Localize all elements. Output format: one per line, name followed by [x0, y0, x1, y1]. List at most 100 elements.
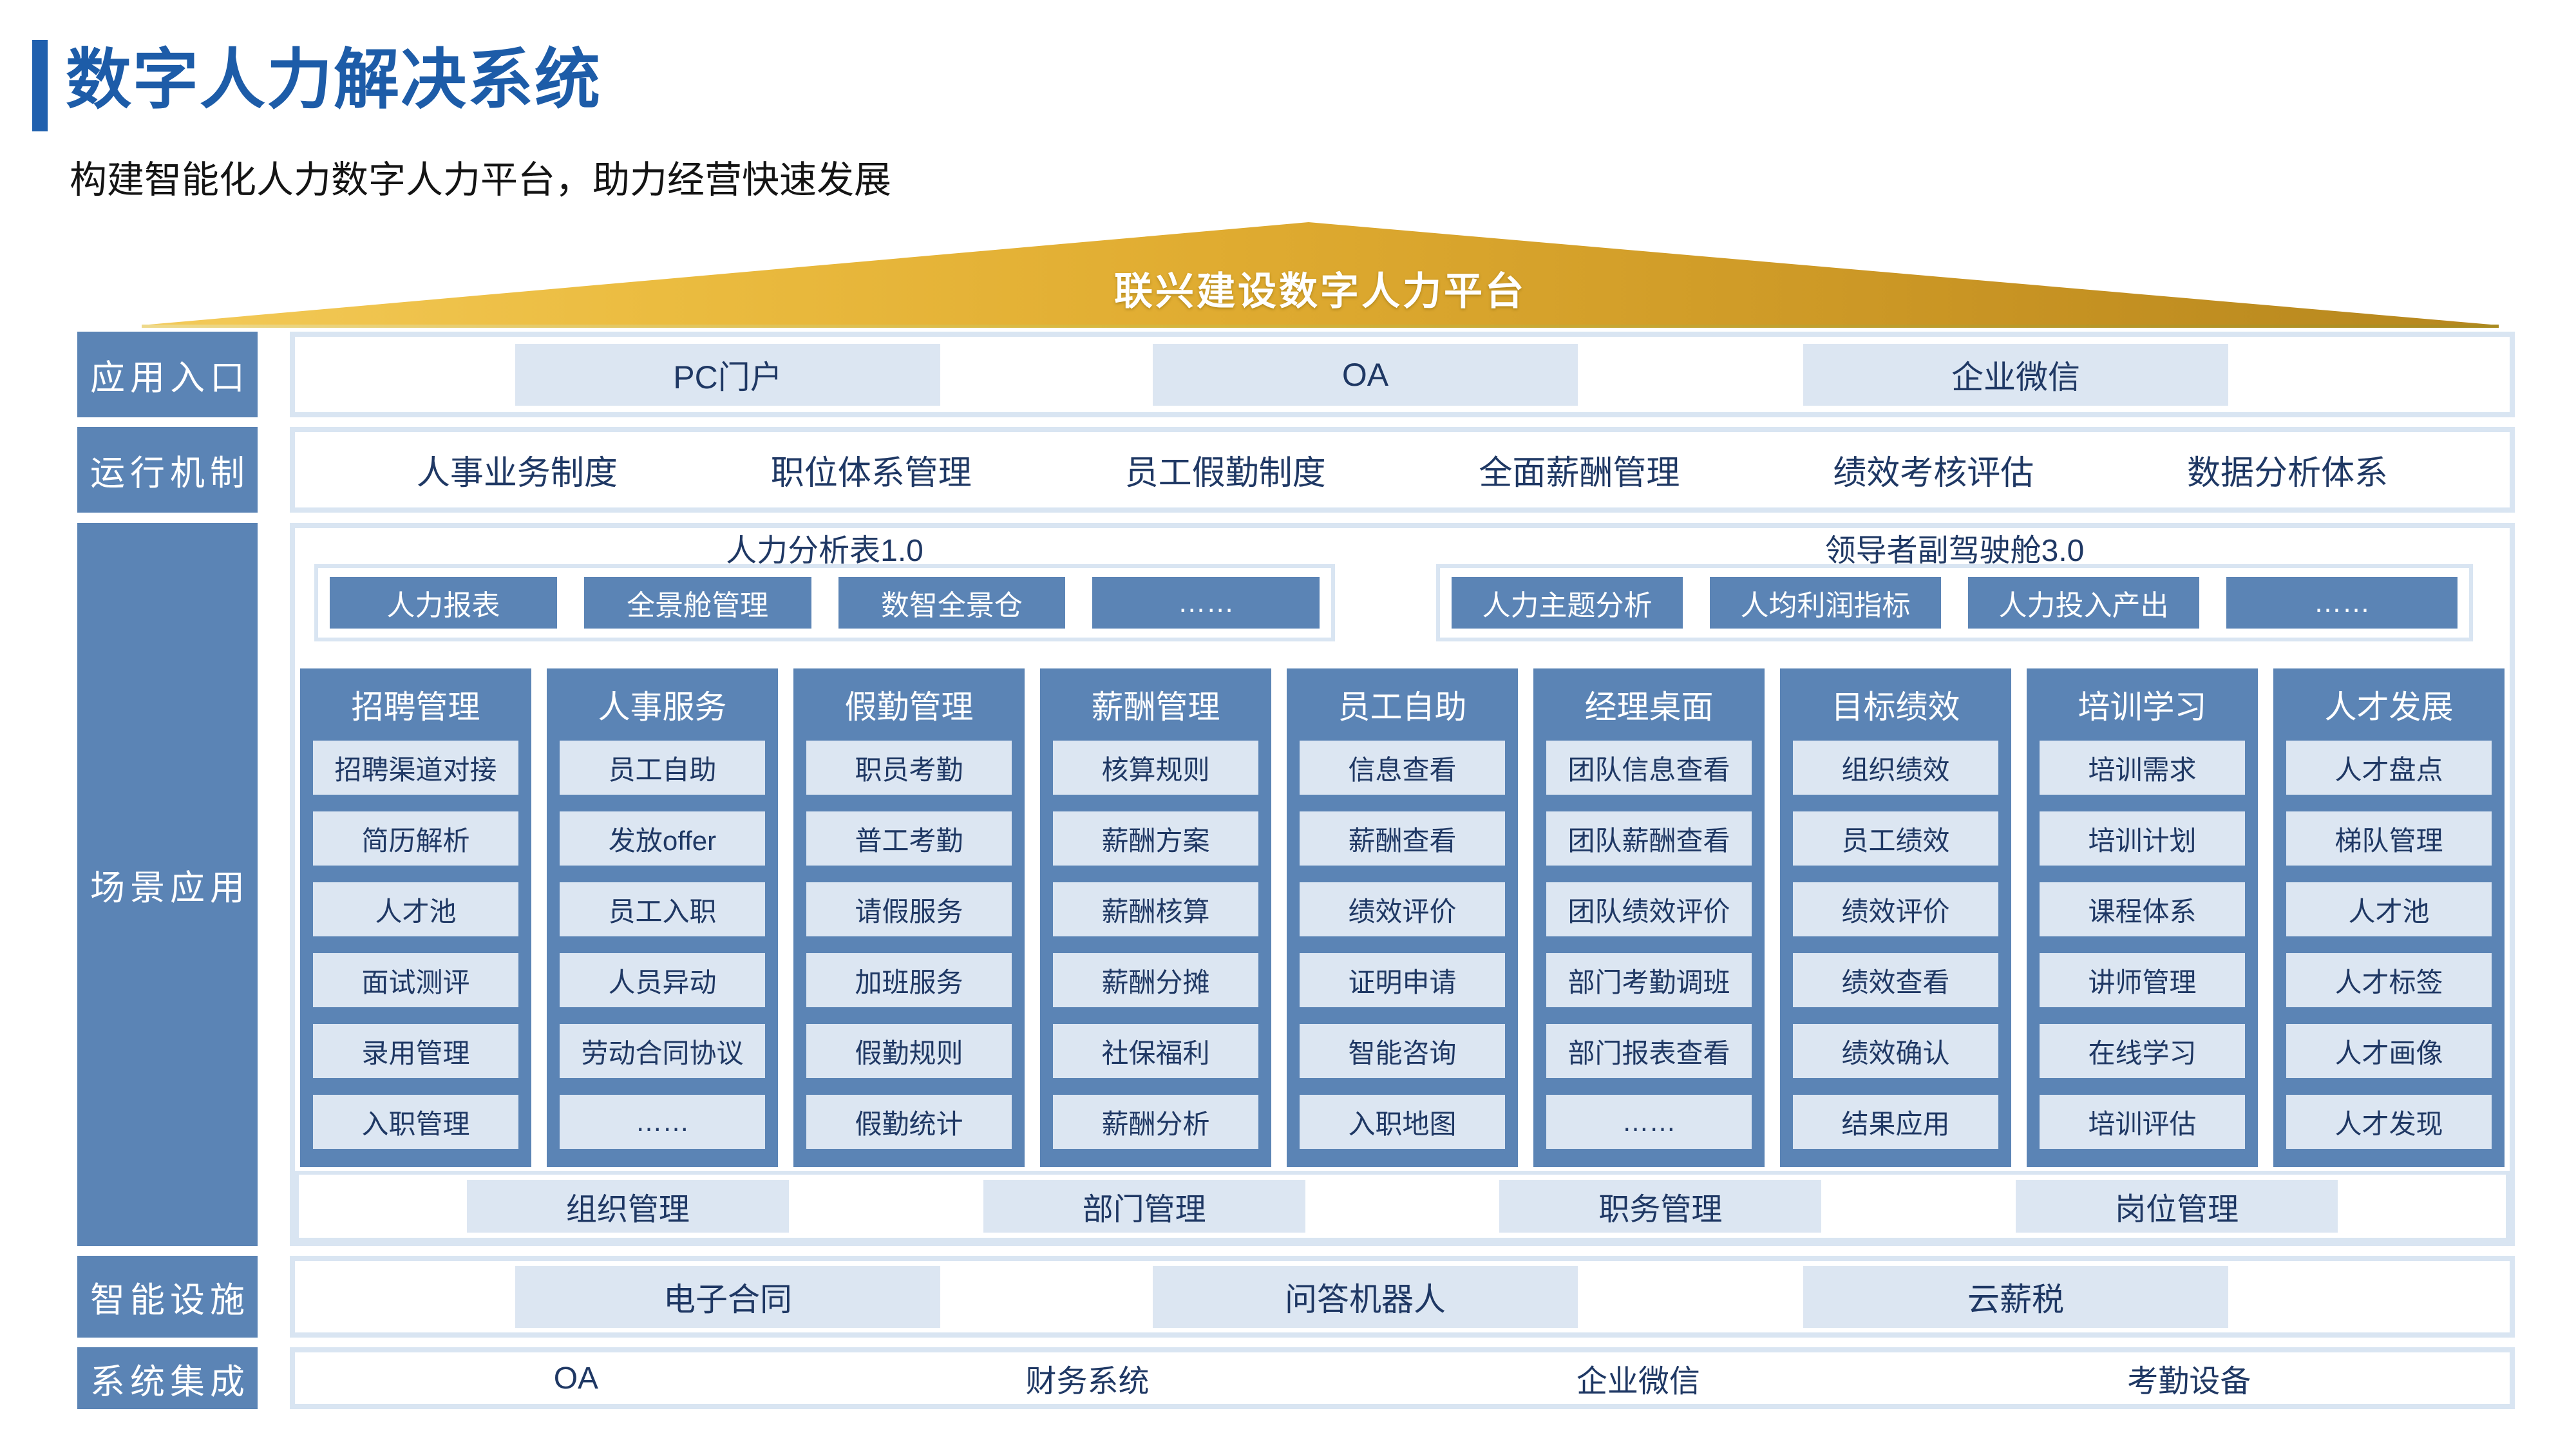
card-manager-desktop: 经理桌面 团队信息查看 团队薪酬查看 团队绩效评价 部门考勤调班 部门报表查看 … — [1533, 668, 1765, 1167]
card-item: 绩效评价 — [1793, 882, 1998, 936]
card-item: 社保福利 — [1053, 1024, 1258, 1078]
platform-roof: 联兴建设数字人力平台 — [142, 222, 2499, 325]
card-item: 在线学习 — [2040, 1024, 2245, 1078]
card-item: 部门考勤调班 — [1546, 953, 1752, 1007]
card-item: 证明申请 — [1300, 953, 1505, 1007]
card-item: 简历解析 — [313, 811, 518, 866]
mechanism-item: 绩效考核评估 — [1833, 455, 2034, 492]
card-item: 面试测评 — [313, 953, 518, 1007]
cockpit-title: 领导者副驾驶舱3.0 — [1824, 534, 2085, 568]
panel-integration: OA 财务系统 企业微信 考勤设备 — [290, 1347, 2515, 1409]
page-subtitle: 构建智能化人力数字人力平台，助力经营快速发展 — [70, 159, 892, 201]
card-item: 团队信息查看 — [1546, 741, 1752, 795]
card-performance: 目标绩效 组织绩效 员工绩效 绩效评价 绩效查看 绩效确认 结果应用 — [1780, 668, 2011, 1167]
facility-e-contract: 电子合同 — [515, 1265, 940, 1328]
card-item: 员工绩效 — [1793, 811, 1998, 866]
card-title: 经理桌面 — [1584, 689, 1714, 725]
card-item: 薪酬方案 — [1053, 811, 1258, 866]
card-item: 入职管理 — [313, 1095, 518, 1149]
title-accent-bar — [32, 40, 48, 131]
card-item: 录用管理 — [313, 1024, 518, 1078]
scenario-columns: 招聘管理 招聘渠道对接 简历解析 人才池 面试测评 录用管理 入职管理 人事服务… — [300, 668, 2505, 1167]
row-label-integration: 系统集成 — [77, 1347, 258, 1409]
integration-item: OA — [553, 1361, 599, 1396]
row-label-facilities: 智能设施 — [77, 1256, 258, 1338]
card-item: 培训评估 — [2040, 1095, 2245, 1149]
card-item: 培训计划 — [2040, 811, 2245, 866]
mechanism-item: 全面薪酬管理 — [1479, 455, 1680, 492]
analysis-title: 人力分析表1.0 — [726, 534, 923, 568]
card-employee-self: 员工自助 信息查看 薪酬查看 绩效评价 证明申请 智能咨询 入职地图 — [1287, 668, 1518, 1167]
card-item: 职员考勤 — [806, 741, 1012, 795]
row-integration: 系统集成 OA 财务系统 企业微信 考勤设备 — [77, 1347, 2515, 1409]
row-label-app-entry: 应用入口 — [77, 332, 258, 417]
integration-item: 财务系统 — [1025, 1365, 1150, 1399]
card-item: 加班服务 — [806, 953, 1012, 1007]
page-title: 数字人力解决系统 — [66, 43, 601, 117]
card-item: 薪酬核算 — [1053, 882, 1258, 936]
card-recruiting: 招聘管理 招聘渠道对接 简历解析 人才池 面试测评 录用管理 入职管理 — [300, 668, 531, 1167]
card-item: 假勤统计 — [806, 1095, 1012, 1149]
card-item: 员工入职 — [560, 882, 765, 936]
integration-item: 考勤设备 — [2127, 1365, 2251, 1399]
card-item: 信息查看 — [1300, 741, 1505, 795]
card-title: 人才发展 — [2324, 689, 2454, 725]
card-item: 结果应用 — [1793, 1095, 1998, 1149]
card-item: 人员异动 — [560, 953, 765, 1007]
card-item: 薪酬分摊 — [1053, 953, 1258, 1007]
mechanism-item: 职位体系管理 — [770, 455, 972, 492]
card-hr-service: 人事服务 员工自助 发放offer 员工入职 人员异动 劳动合同协议 …… — [547, 668, 778, 1167]
facility-cloud-payroll-tax: 云薪税 — [1803, 1265, 2228, 1328]
org-item: 组织管理 — [466, 1180, 789, 1233]
platform-roof-title: 联兴建设数字人力平台 — [1114, 270, 1526, 313]
panel-facilities: 电子合同 问答机器人 云薪税 — [290, 1256, 2515, 1338]
card-item: 智能咨询 — [1300, 1024, 1505, 1078]
card-title: 人事服务 — [598, 689, 727, 725]
app-entry-pc-portal: PC门户 — [515, 343, 940, 406]
card-title: 目标绩效 — [1831, 689, 1960, 725]
card-item: 普工考勤 — [806, 811, 1012, 866]
card-talent-development: 人才发展 人才盘点 梯队管理 人才池 人才标签 人才画像 人才发现 — [2273, 668, 2505, 1167]
analysis-item: 数智全景仓 — [838, 577, 1066, 629]
card-item: 人才画像 — [2286, 1024, 2492, 1078]
mechanism-item: 数据分析体系 — [2187, 455, 2389, 492]
org-management-strip: 组织管理 部门管理 职务管理 岗位管理 — [295, 1171, 2510, 1242]
integration-item: 企业微信 — [1576, 1365, 1700, 1399]
facility-qa-robot: 问答机器人 — [1153, 1265, 1578, 1328]
card-title: 员工自助 — [1338, 689, 1467, 725]
org-item: 部门管理 — [983, 1180, 1305, 1233]
row-label-scenario: 场景应用 — [77, 523, 258, 1246]
card-title: 假勤管理 — [844, 689, 974, 725]
card-item: 课程体系 — [2040, 882, 2245, 936]
org-item: 职务管理 — [1499, 1180, 1822, 1233]
card-item: 薪酬查看 — [1300, 811, 1505, 866]
card-item-ellipsis: …… — [1546, 1095, 1752, 1149]
card-item: 请假服务 — [806, 882, 1012, 936]
analysis-item-ellipsis: …… — [1092, 577, 1320, 629]
cockpit-item: 人力主题分析 — [1452, 577, 1683, 629]
section-scenario: 场景应用 人力分析表1.0 领导者副驾驶舱3.0 人力报表 全景舱管理 数智全景… — [77, 523, 2515, 1246]
card-item: 培训需求 — [2040, 741, 2245, 795]
card-item: 人才池 — [2286, 882, 2492, 936]
row-facilities: 智能设施 电子合同 问答机器人 云薪税 — [77, 1256, 2515, 1338]
integration-list: OA 财务系统 企业微信 考勤设备 — [295, 1352, 2510, 1404]
card-item: 发放offer — [560, 811, 765, 866]
panel-mechanism: 人事业务制度 职位体系管理 员工假勤制度 全面薪酬管理 绩效考核评估 数据分析体… — [290, 427, 2515, 513]
app-entry-oa: OA — [1153, 343, 1578, 406]
org-item: 岗位管理 — [2016, 1180, 2338, 1233]
row-app-entry: 应用入口 PC门户 OA 企业微信 — [77, 332, 2515, 417]
card-item: 团队薪酬查看 — [1546, 811, 1752, 866]
app-entry-wecom: 企业微信 — [1803, 343, 2228, 406]
card-item: 绩效查看 — [1793, 953, 1998, 1007]
card-item: 核算规则 — [1053, 741, 1258, 795]
panel-app-entry: PC门户 OA 企业微信 — [290, 332, 2515, 417]
card-training: 培训学习 培训需求 培训计划 课程体系 讲师管理 在线学习 培训评估 — [2027, 668, 2258, 1167]
card-compensation: 薪酬管理 核算规则 薪酬方案 薪酬核算 薪酬分摊 社保福利 薪酬分析 — [1040, 668, 1271, 1167]
cockpit-item-ellipsis: …… — [2226, 577, 2458, 629]
mechanism-list: 人事业务制度 职位体系管理 员工假勤制度 全面薪酬管理 绩效考核评估 数据分析体… — [295, 432, 2510, 507]
card-item: 假勤规则 — [806, 1024, 1012, 1078]
card-item: 人才盘点 — [2286, 741, 2492, 795]
card-item: 员工自助 — [560, 741, 765, 795]
card-item: 组织绩效 — [1793, 741, 1998, 795]
card-item: 劳动合同协议 — [560, 1024, 765, 1078]
